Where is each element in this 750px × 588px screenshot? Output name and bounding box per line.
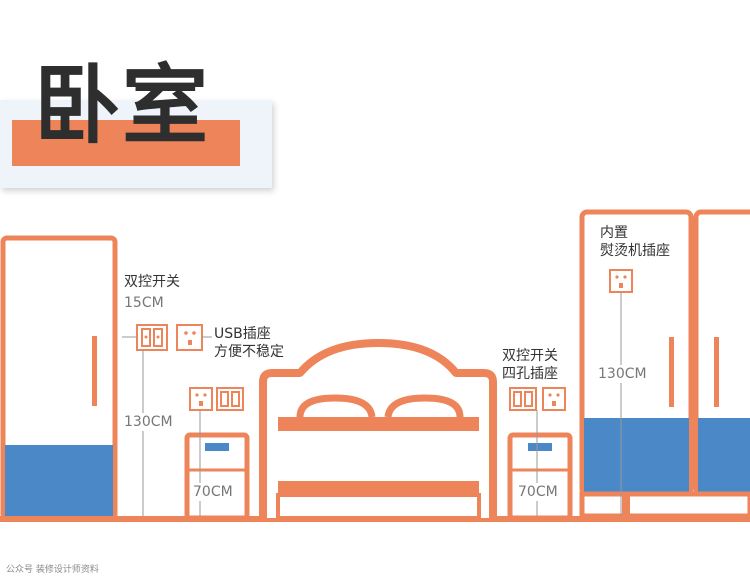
ironing-machine-socket: [609, 269, 633, 293]
title-accent-bar: [12, 120, 240, 166]
right-wardrobe-handle-1: [669, 337, 674, 407]
right-nightstand-drawer: [528, 443, 552, 451]
mattress-bottom: [278, 481, 479, 495]
label-usb-socket: USB插座: [214, 326, 271, 342]
left-nightstand: [184, 432, 250, 521]
label-usb-socket-note: 方便不稳定: [214, 344, 284, 360]
right-wardrobe-handle-2: [714, 337, 719, 407]
mattress-top: [278, 417, 479, 431]
label-four-hole-socket: 四孔插座: [502, 366, 558, 382]
usb-socket: [176, 324, 203, 351]
label-height-70cm-left: 70CM: [193, 483, 233, 501]
label-height-130cm-right: 130CM: [598, 365, 647, 383]
right-nightstand: [507, 432, 573, 521]
left-pillow: [296, 394, 376, 418]
bed: [259, 339, 497, 520]
label-ironing-socket: 熨烫机插座: [600, 243, 670, 259]
right-wardrobe-right: [693, 209, 750, 497]
label-height-70cm-right: 70CM: [518, 483, 558, 501]
page-title: 卧室: [34, 56, 210, 156]
right-pillow: [384, 394, 464, 418]
label-builtin: 内置: [600, 225, 628, 241]
right-wardrobe-plinth: [579, 491, 750, 519]
right-nightstand-sockets: [509, 387, 566, 411]
label-height-130cm-left: 130CM: [124, 413, 173, 431]
left-nightstand-drawer: [205, 443, 229, 451]
label-dual-switch-right: 双控开关: [502, 348, 558, 364]
left-wardrobe: [0, 235, 118, 521]
left-nightstand-sockets: [189, 387, 244, 411]
watermark: 公众号 装修设计师资料: [6, 565, 99, 575]
dual-switch-left: [136, 324, 168, 351]
label-height-15cm: 15CM: [124, 295, 164, 311]
bed-base: [276, 493, 481, 520]
label-dual-switch-left: 双控开关: [124, 274, 180, 290]
left-wardrobe-handle: [92, 336, 97, 406]
